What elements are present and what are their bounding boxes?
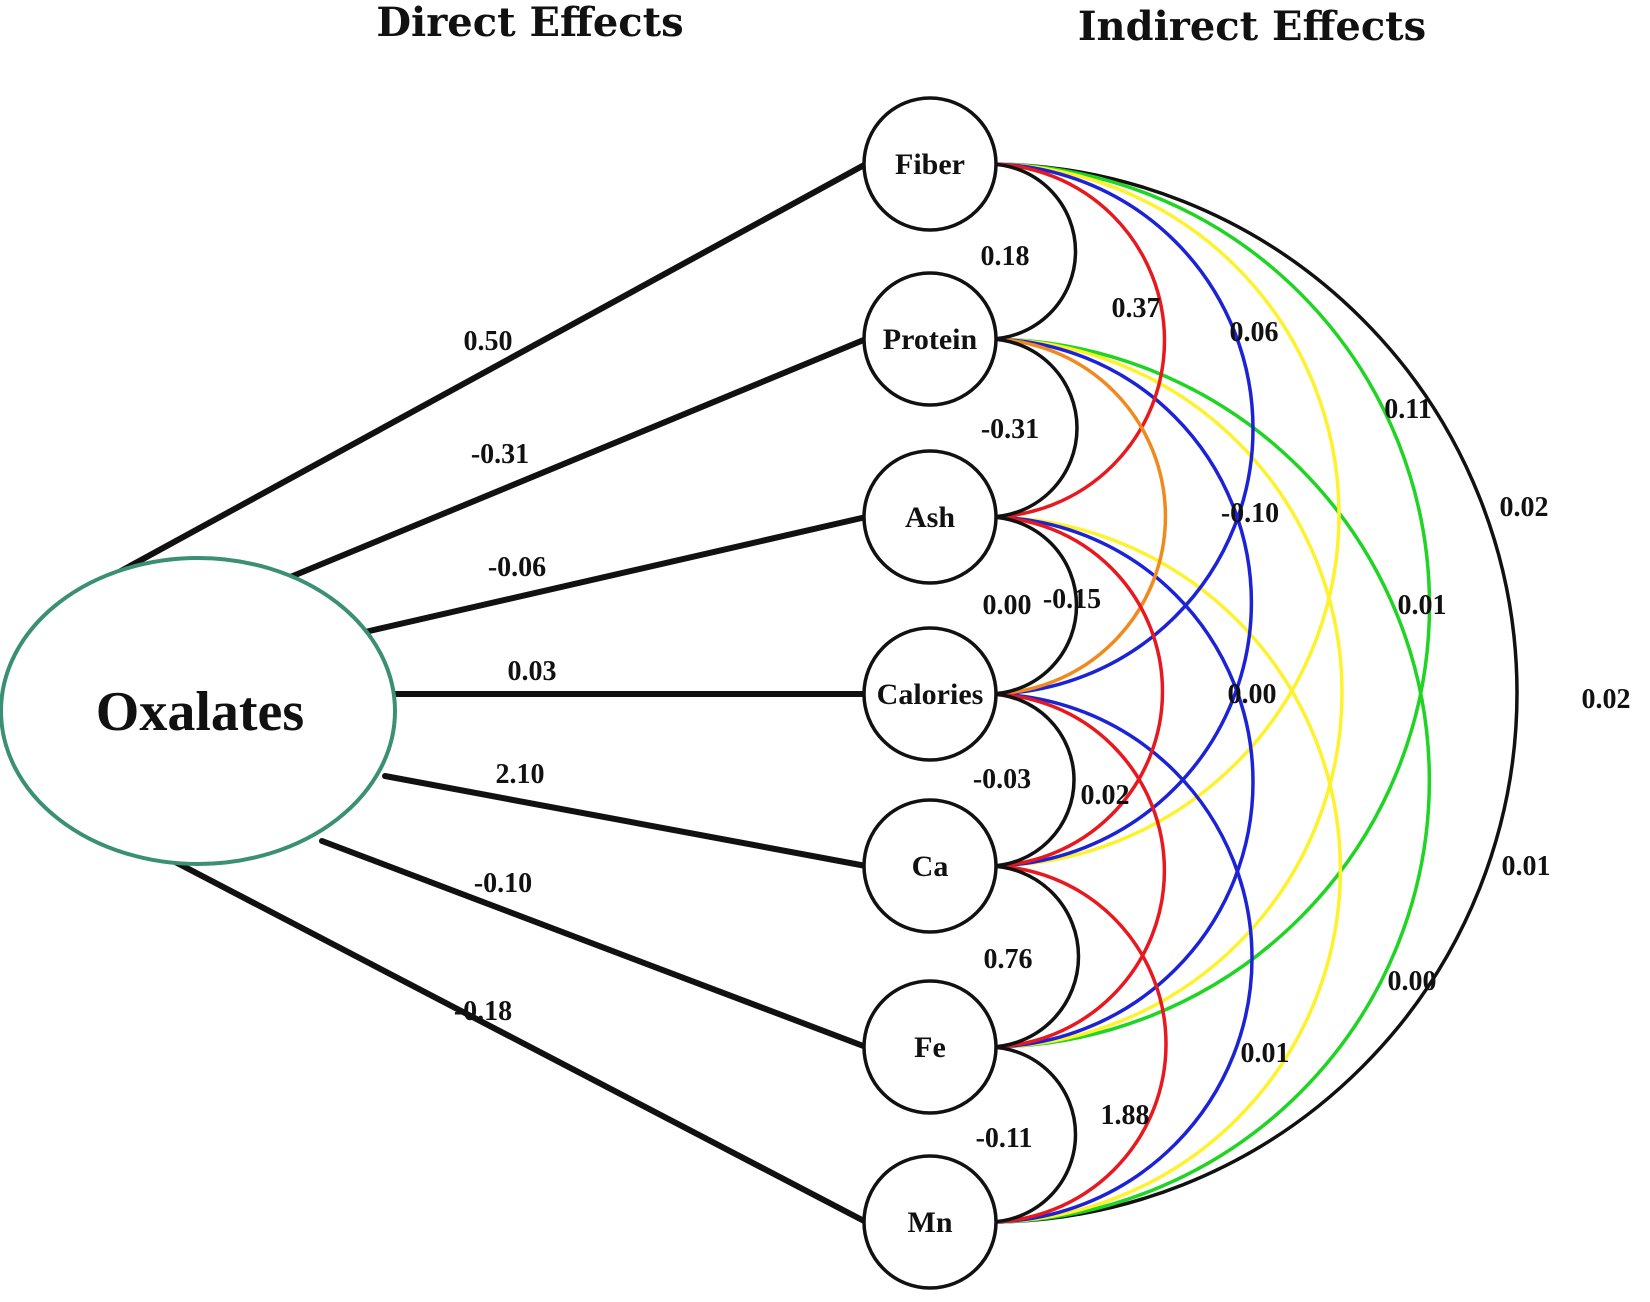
arc-calories-fe	[987, 692, 1167, 1049]
arc-ash-mn	[987, 515, 1343, 1224]
arc-ash-calories	[987, 515, 1079, 696]
node-label: Mn	[908, 1206, 953, 1239]
indirect-effect-value: -0.31	[981, 414, 1039, 445]
indirect-effect-value: 0.06	[1230, 317, 1279, 348]
arc-protein-ca	[987, 337, 1254, 868]
node-circle	[862, 798, 998, 934]
node-circle	[862, 271, 998, 407]
arc-ash-ca	[987, 515, 1165, 868]
node-fe: Fe	[862, 979, 998, 1115]
node-calories: Calories	[862, 626, 998, 762]
arc-ash-fe	[987, 515, 1255, 1049]
arc-fiber-mn	[987, 162, 1519, 1224]
indirect-effect-value: 0.02	[1081, 780, 1130, 811]
indirect-effect-value: 0.76	[984, 944, 1033, 975]
arc-fiber-fe	[987, 162, 1432, 1049]
node-label: Ash	[905, 501, 955, 534]
indirect-effect-value: 0.00	[983, 590, 1032, 621]
direct-line-ash	[362, 514, 869, 635]
node-ash: Ash	[862, 449, 998, 585]
indirect-effect-value: 0.01	[1398, 590, 1447, 621]
node-label: Protein	[883, 323, 978, 356]
indirect-effect-value: 0.00	[1388, 966, 1437, 997]
direct-effect-value-calories: 0.03	[508, 656, 557, 687]
node-label: Fiber	[895, 148, 965, 181]
arc-fiber-protein	[987, 162, 1078, 341]
node-circle	[862, 96, 998, 232]
indirect-effect-labels: 0.18 0.37 0.06 0.11 0.02 0.02 -0.31 -0.10 0.01 0.…	[973, 241, 1631, 1154]
node-label: Fe	[914, 1031, 946, 1064]
direct-line-fiber	[107, 161, 869, 580]
indirect-effect-value: -0.15	[1043, 584, 1101, 615]
arc-fiber-calories	[987, 162, 1255, 696]
arc-calories-ca	[987, 692, 1076, 868]
direct-effect-labels: 0.50 -0.31 -0.06 0.03 2.10 -0.10 -0.18	[454, 326, 557, 1027]
indirect-effect-value: 0.01	[1502, 851, 1551, 882]
oxalates-label: Oxalates	[96, 681, 304, 743]
direct-effect-value-fiber: 0.50	[464, 326, 513, 357]
direct-effects-header: Direct Effects	[376, 0, 683, 46]
arc-calories-mn	[987, 692, 1254, 1224]
node-circle	[862, 979, 998, 1115]
direct-effect-value-protein: -0.31	[471, 439, 529, 470]
node-circle	[862, 1154, 998, 1290]
node-label: Ca	[912, 850, 949, 883]
indirect-effect-value: 0.37	[1112, 293, 1161, 324]
indirect-effect-arcs	[987, 162, 1519, 1224]
direct-effect-lines	[107, 161, 869, 1225]
direct-line-ca	[382, 773, 869, 869]
arc-protein-ash	[987, 337, 1079, 519]
arc-fiber-ash	[987, 162, 1167, 519]
node-fiber: Fiber	[862, 96, 998, 232]
indirect-effect-value: 0.02	[1500, 492, 1549, 523]
indirect-effect-value: 0.02	[1582, 684, 1631, 715]
direct-effect-value-fe: -0.10	[474, 868, 532, 899]
indirect-effect-value: -0.10	[1221, 498, 1279, 529]
arc-protein-mn	[987, 337, 1432, 1224]
node-label: Calories	[877, 678, 984, 711]
arc-fe-mn	[987, 1045, 1078, 1224]
indirect-effect-value: 1.88	[1101, 1100, 1150, 1131]
indirect-effects-header: Indirect Effects	[1078, 3, 1426, 50]
node-ca: Ca	[862, 798, 998, 934]
arc-protein-fe	[987, 337, 1344, 1049]
indirect-effect-value: 0.01	[1241, 1038, 1290, 1069]
direct-line-mn	[155, 850, 869, 1225]
node-circle	[862, 626, 998, 762]
node-protein: Protein	[862, 271, 998, 407]
direct-effect-value-ash: -0.06	[488, 552, 546, 583]
direct-effect-value-mn: -0.18	[454, 996, 512, 1027]
indirect-effect-value: -0.11	[976, 1123, 1033, 1154]
node-mn: Mn	[862, 1154, 998, 1290]
arc-protein-calories	[987, 337, 1168, 696]
indirect-effect-value: -0.03	[973, 764, 1031, 795]
arc-fiber-ca	[987, 162, 1341, 868]
direct-line-protein	[285, 336, 869, 581]
arc-ca-fe	[987, 864, 1081, 1049]
direct-line-fe	[319, 838, 869, 1050]
indirect-effect-value: 0.11	[1384, 394, 1431, 425]
direct-effect-value-ca: 2.10	[496, 759, 545, 790]
oxalates-node: Oxalates	[0, 556, 397, 866]
indirect-effect-value: 0.00	[1228, 679, 1277, 710]
indirect-effect-value: 0.18	[981, 241, 1030, 272]
arc-ca-mn	[987, 864, 1168, 1224]
node-circle	[862, 449, 998, 585]
